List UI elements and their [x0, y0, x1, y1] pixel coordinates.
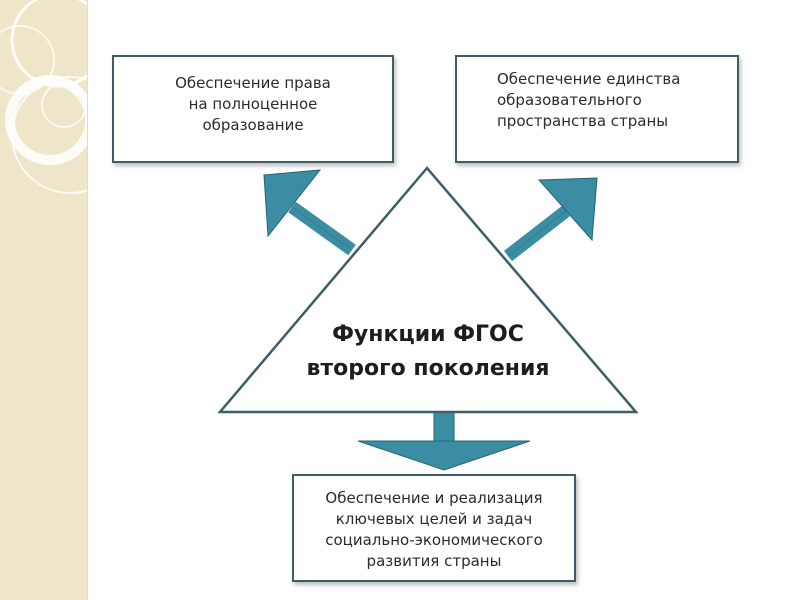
center-title: Функции ФГОС второго поколения	[306, 322, 550, 381]
box-unity-of-education-space-text: Обеспечение единства образовательного пр…	[497, 70, 681, 130]
box-socioeconomic-goals: Обеспечение и реализация ключевых целей …	[292, 474, 576, 582]
arrow-up-right	[504, 177, 598, 262]
decorative-rings	[0, 0, 88, 194]
side-panel-divider	[87, 0, 88, 600]
box-unity-of-education-space: Обеспечение единства образовательного пр…	[455, 55, 739, 163]
decorative-side-panel	[0, 0, 88, 600]
box-socioeconomic-goals-text: Обеспечение и реализация ключевых целей …	[325, 489, 543, 570]
arrow-down	[357, 411, 531, 471]
arrow-up-left	[263, 169, 356, 256]
box-right-to-education: Обеспечение права на полноценное образов…	[112, 55, 394, 163]
box-right-to-education-text: Обеспечение права на полноценное образов…	[175, 74, 331, 134]
center-triangle	[217, 166, 639, 414]
